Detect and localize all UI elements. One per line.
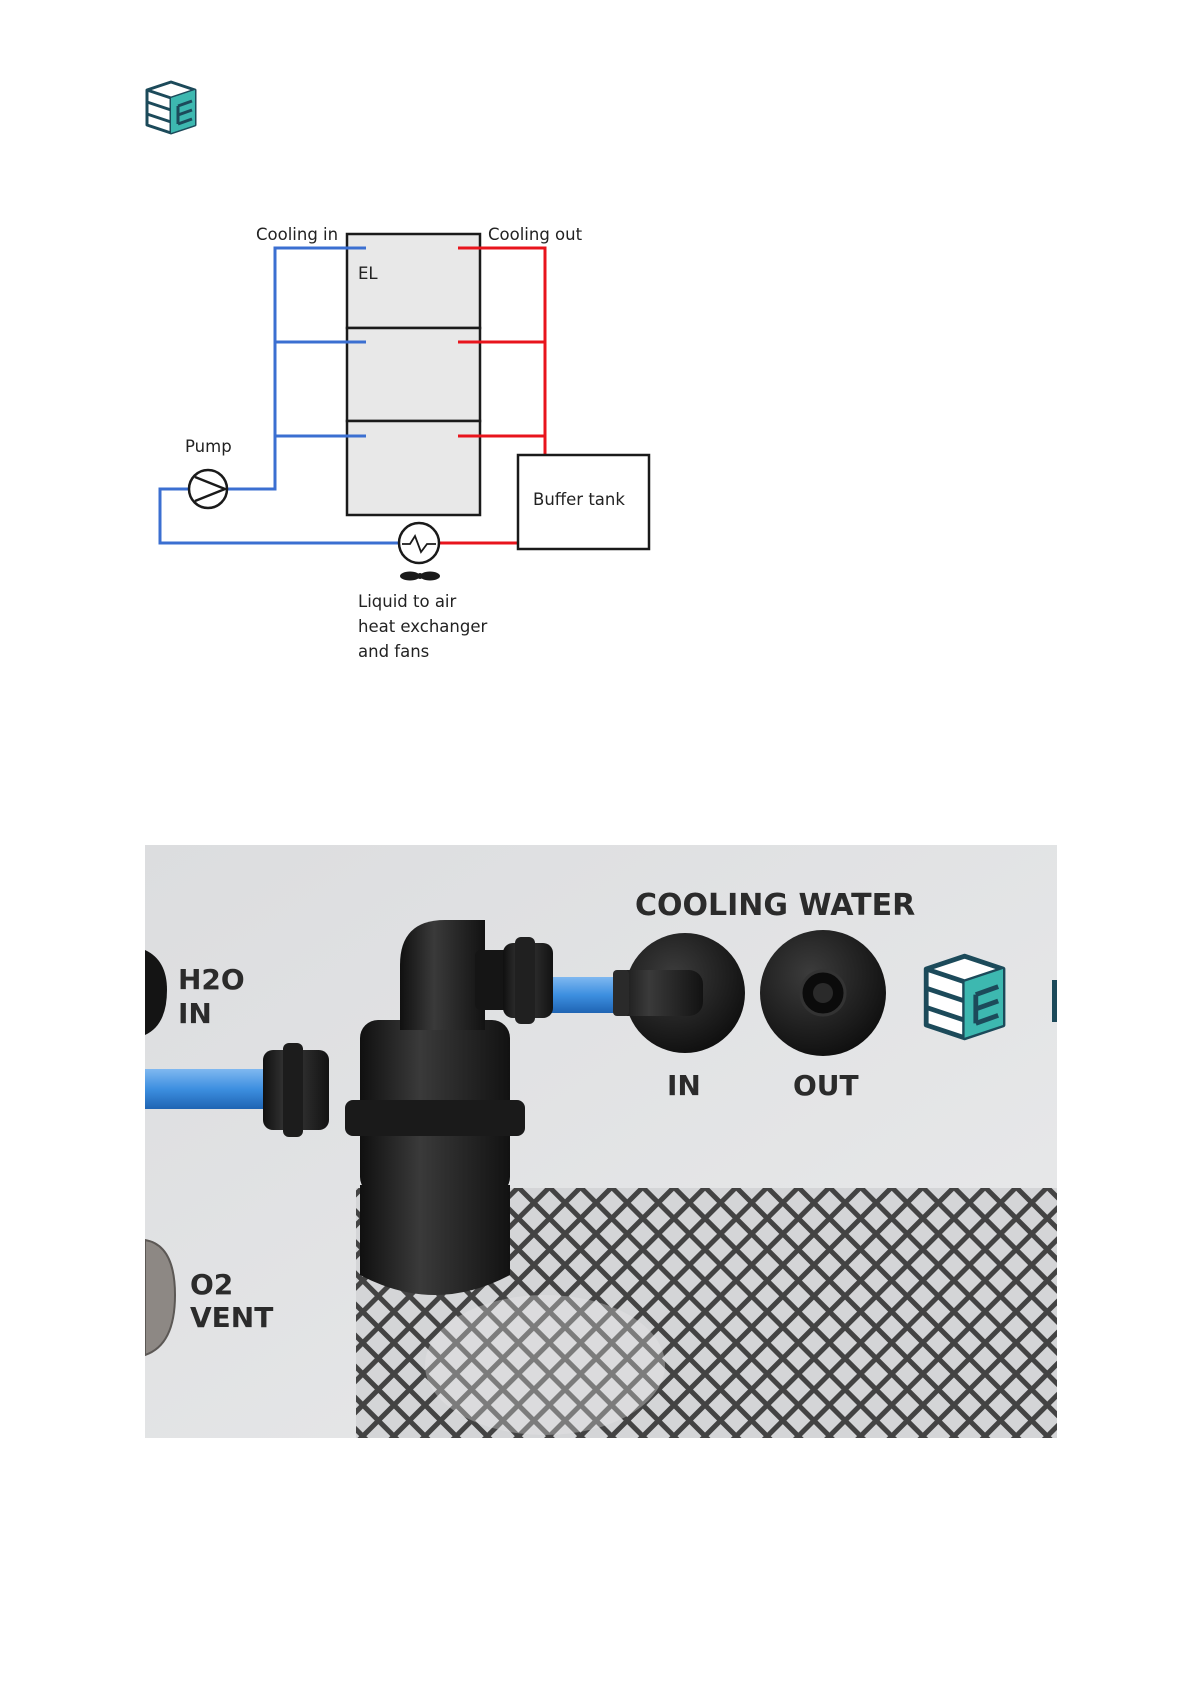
fan-icon bbox=[400, 572, 440, 581]
heat-exchanger-icon bbox=[399, 523, 439, 563]
pump-label: Pump bbox=[185, 437, 232, 456]
h2o-in-label: IN bbox=[178, 997, 212, 1030]
heat-exchanger-label-line-2: heat exchanger bbox=[358, 617, 487, 636]
cooling-out-label: Cooling out bbox=[488, 225, 583, 244]
heat-exchanger-label-line-3: and fans bbox=[358, 642, 429, 661]
cooling-circuit-diagram: Cooling in Cooling out EL Pump Buffer ta… bbox=[0, 0, 700, 700]
cooling-water-tube bbox=[550, 977, 616, 1013]
cooling-in-label: Cooling in bbox=[256, 225, 338, 244]
cooling-water-out-port bbox=[760, 930, 886, 1056]
cooling-water-connection-photo: COOLING WATER IN OUT H2O IN O2 VENT bbox=[145, 845, 1057, 1438]
cooling-in-port-label: IN bbox=[667, 1069, 701, 1102]
pump-icon bbox=[189, 470, 227, 508]
o2-label: O2 bbox=[190, 1268, 233, 1301]
buffer-tank-label: Buffer tank bbox=[533, 490, 625, 509]
h2o-label: H2O bbox=[178, 963, 245, 996]
cooling-out-port-label: OUT bbox=[793, 1069, 859, 1102]
heat-exchanger-label-line-1: Liquid to air bbox=[358, 592, 457, 611]
vent-label: VENT bbox=[190, 1301, 273, 1334]
el-label: EL bbox=[358, 264, 378, 283]
h2o-tube bbox=[145, 1069, 275, 1109]
cooling-water-label: COOLING WATER bbox=[635, 888, 915, 923]
panel-logo-icon bbox=[926, 956, 1003, 1038]
